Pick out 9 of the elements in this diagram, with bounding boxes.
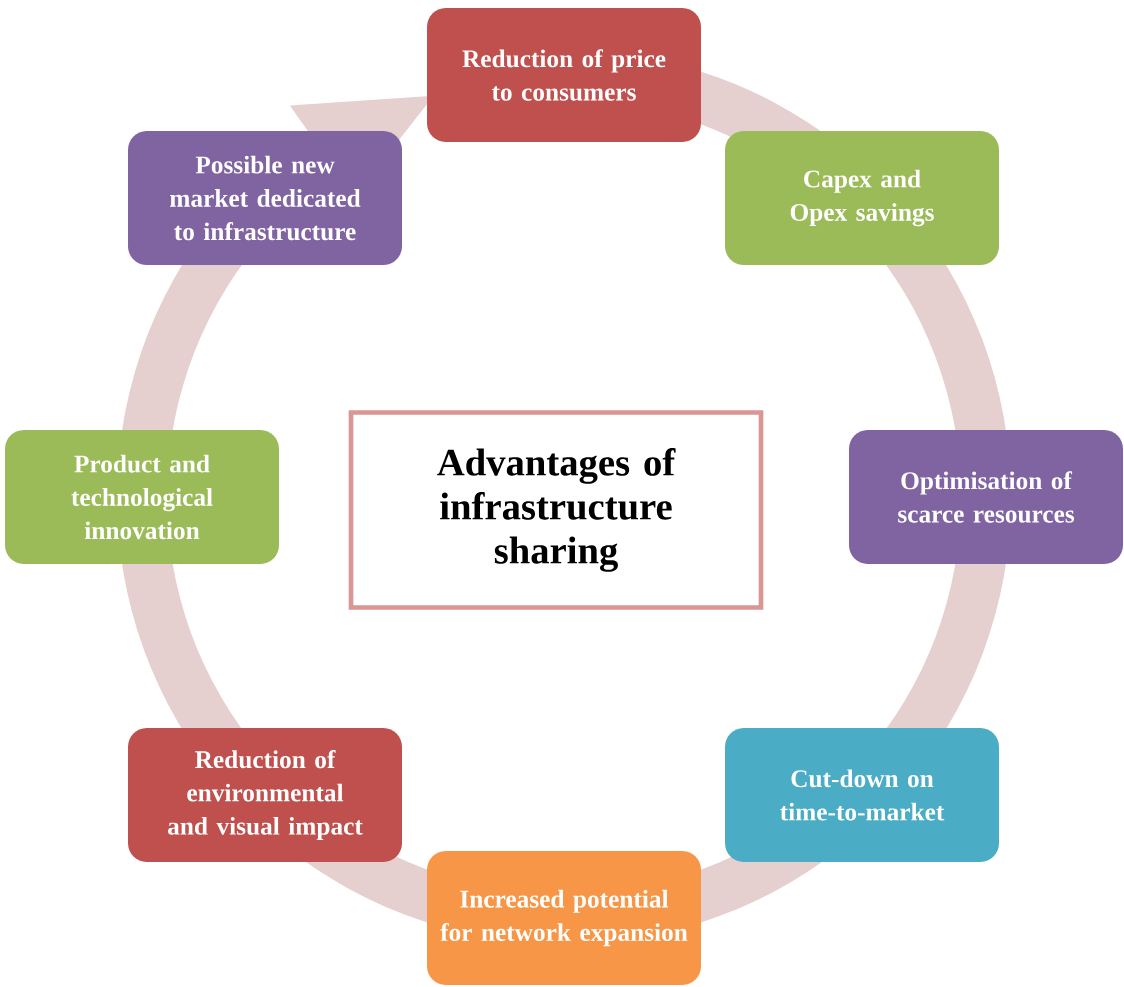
cycle-step-box: Possible new market dedicated to infrastructure	[128, 131, 402, 265]
cycle-step-box: Cut-down on time-to-market	[725, 728, 999, 862]
cycle-step-box: Product and technological innovation	[5, 430, 279, 564]
cycle-step-box: Increased potential for network expansion	[427, 851, 701, 985]
cycle-step-box: Reduction of price to consumers	[427, 8, 701, 142]
title-box: Advantages of infrastructure sharing	[348, 410, 764, 610]
cycle-step-box: Optimisation of scarce resources	[849, 430, 1123, 564]
cycle-step-box: Reduction of environmental and visual impact	[128, 728, 402, 862]
cycle-step-box: Capex and Opex savings	[725, 131, 999, 265]
